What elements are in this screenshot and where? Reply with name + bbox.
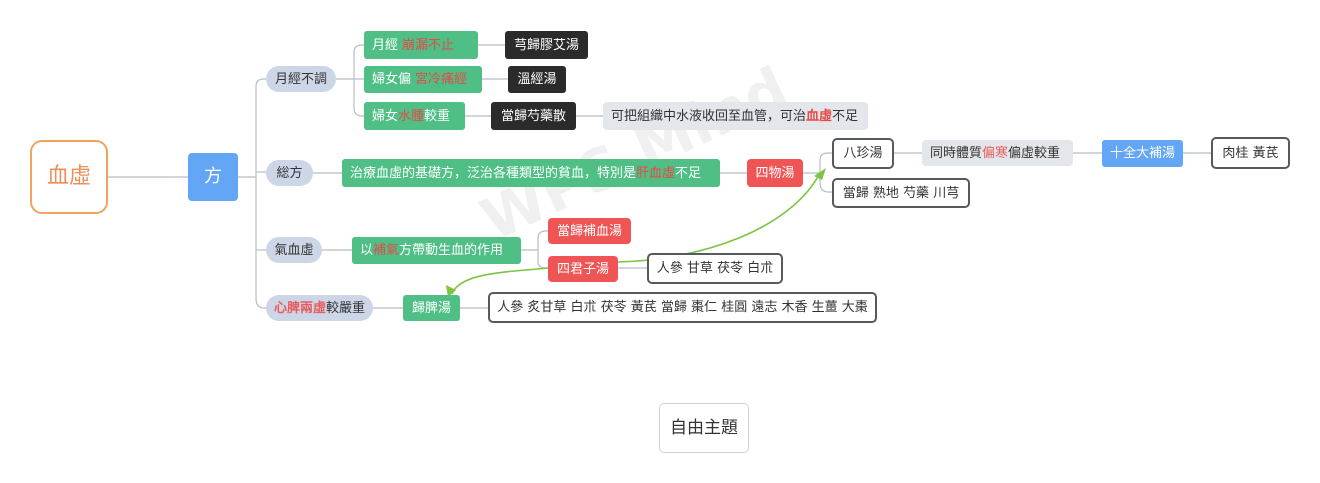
root-topic[interactable]: 血虛 <box>30 140 108 214</box>
formula-xiong-gui-jiao-ai[interactable]: 芎歸膠艾湯 <box>505 31 588 59</box>
category-label: 氣血虛 <box>274 242 314 258</box>
root-topic-label: 血虛 <box>46 164 91 189</box>
ingredients-si-jun-zi[interactable]: 人參 甘草 茯苓 白朮 <box>647 253 783 284</box>
topic-edema[interactable]: 婦女水腫 較重 <box>364 102 465 130</box>
highlight-text: 肝血虛 <box>636 165 676 181</box>
topic-cold-dysmenorrhea[interactable]: 婦女偏宮冷痛經 <box>364 66 482 93</box>
highlight-text: 補氣 <box>373 243 400 258</box>
category-menstrual[interactable]: 月經不調 <box>266 66 336 92</box>
formula-dang-gui-bu-xue[interactable]: 當歸補血湯 <box>548 218 631 244</box>
highlight-text: 血虛 <box>806 108 833 124</box>
highlight-text: 崩漏不止 <box>402 37 455 53</box>
formula-si-jun-zi[interactable]: 四君子湯 <box>548 256 618 282</box>
highlight-text: 宮冷痛經 <box>415 72 468 87</box>
condition-cold-deficient[interactable]: 同時體質偏寒 偏虛較重 <box>922 140 1073 166</box>
main-topic-label: 方 <box>204 166 222 187</box>
category-label: 総方 <box>276 165 303 181</box>
category-general[interactable]: 総方 <box>266 160 313 186</box>
highlight-text: 水腫 <box>398 108 425 124</box>
ingredients-added[interactable]: 肉桂 黃芪 <box>1211 137 1290 169</box>
category-heart-spleen[interactable]: 心脾兩虛較嚴重 <box>266 295 373 321</box>
main-topic[interactable]: 方 <box>188 153 238 201</box>
formula-wen-jing[interactable]: 溫經湯 <box>508 66 566 93</box>
ingredients-si-wu[interactable]: 當歸 熟地 芍藥 川芎 <box>832 178 970 208</box>
formula-shi-quan-da-bu[interactable]: 十全大補湯 <box>1102 140 1183 167</box>
topic-base-formula-desc[interactable]: 治療血虛的基礎方，泛治各種類型的貧血，特別是 肝血虛 不足 <box>342 159 720 187</box>
topic-menstrual-bleeding[interactable]: 月經崩漏不止 <box>364 31 478 59</box>
category-label: 月經不調 <box>274 71 327 87</box>
ingredients-gui-pi[interactable]: 人參 炙甘草 白朮 茯苓 黃芪 當歸 棗仁 桂圓 遠志 木香 生薑 大棗 <box>488 292 877 323</box>
formula-gui-pi[interactable]: 歸脾湯 <box>403 295 460 321</box>
formula-si-wu[interactable]: 四物湯 <box>747 159 803 187</box>
formula-ba-zhen[interactable]: 八珍湯 <box>832 138 894 169</box>
category-qi-blood[interactable]: 氣血虛 <box>266 237 322 263</box>
formula-dang-gui-shao-yao[interactable]: 當歸芍藥散 <box>491 102 576 130</box>
free-topic[interactable]: 自由主題 <box>659 403 749 453</box>
category-highlight: 心脾兩虛 <box>273 300 326 316</box>
note-edema[interactable]: 可把組織中水液收回至血管，可治血虛不足 <box>603 102 868 130</box>
topic-tonify-qi[interactable]: 以 補氣 方帶動生血的作用 <box>352 237 521 264</box>
category-label: 較嚴重 <box>326 300 366 316</box>
highlight-text: 偏寒 <box>982 145 1009 161</box>
